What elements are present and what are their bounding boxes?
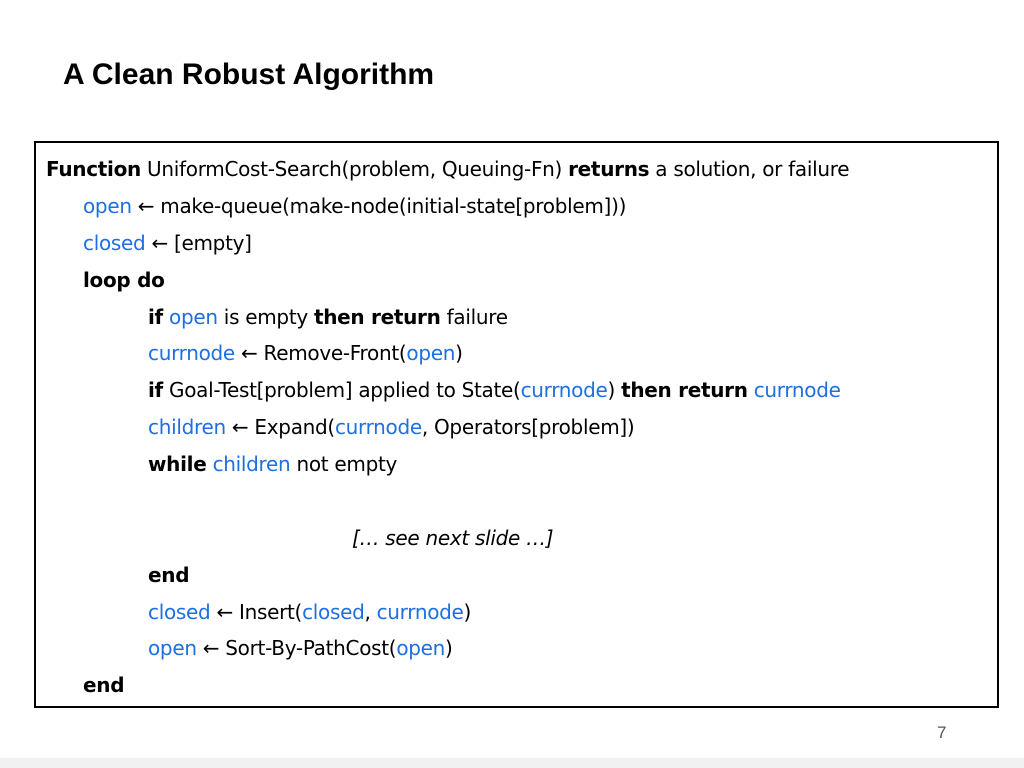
code-text: a solution, or failure (649, 157, 850, 181)
code-line-sort-by-pathcost: open ← Sort-By-PathCost(open) (148, 635, 453, 661)
code-text: is empty (217, 305, 314, 329)
code-text: ← Remove-Front( (234, 341, 407, 365)
code-text: ← Insert( (210, 600, 303, 624)
code-line-loop-do: loop do (83, 267, 165, 293)
variable-closed: closed (302, 600, 365, 624)
code-line-function-signature: Function UniformCost-Search(problem, Que… (46, 156, 850, 182)
code-line-closed-init: closed ← [empty] (83, 230, 252, 256)
code-text: ← Expand( (225, 415, 335, 439)
variable-open: open (406, 341, 456, 365)
footer-strip (0, 758, 1024, 768)
code-line-while: while children not empty (148, 451, 397, 477)
variable-open: open (83, 194, 132, 218)
keyword-then-return: then return (621, 378, 748, 402)
keyword-then-return: then return (313, 305, 441, 329)
code-line-remove-front: currnode ← Remove-Front(open) (148, 340, 463, 366)
code-text: not empty (290, 452, 398, 476)
code-line-end-while: end (148, 562, 190, 588)
code-text: ) (463, 600, 472, 624)
code-text: ← make-queue(make-node(initial-state[pro… (131, 194, 627, 218)
code-text: Goal-Test[problem] applied to State( (162, 378, 521, 402)
code-text: failure (440, 305, 508, 329)
code-text: UniformCost-Search(problem, Queuing-Fn) (141, 157, 569, 181)
code-line-goal-test: if Goal-Test[problem] applied to State(c… (148, 377, 841, 403)
keyword-while: while (148, 452, 207, 476)
code-text: , (364, 600, 377, 624)
code-text: , Operators[problem]) (421, 415, 635, 439)
variable-children: children (148, 415, 226, 439)
code-line-end-loop: end (83, 672, 125, 698)
keyword-if: if (148, 378, 163, 402)
variable-closed: closed (83, 231, 146, 255)
page-number: 7 (937, 723, 947, 742)
keyword-if: if (148, 305, 163, 329)
code-line-if-open-empty: if open is empty then return failure (148, 304, 508, 330)
keyword-end: end (83, 673, 125, 697)
variable-currnode: currnode (334, 415, 422, 439)
keyword-function: Function (46, 157, 141, 181)
keyword-returns: returns (568, 157, 650, 181)
code-text: ← [empty] (145, 231, 252, 255)
code-line-open-init: open ← make-queue(make-node(initial-stat… (83, 193, 626, 219)
variable-open: open (148, 636, 197, 660)
variable-closed: closed (148, 600, 211, 624)
variable-currnode: currnode (520, 378, 608, 402)
variable-open: open (396, 636, 446, 660)
code-text: ) (607, 378, 622, 402)
code-text: ← Sort-By-PathCost( (196, 636, 397, 660)
variable-children: children (212, 452, 291, 476)
variable-currnode: currnode (148, 341, 235, 365)
variable-open: open (169, 305, 218, 329)
code-line-see-next-slide: [… see next slide …] (352, 525, 554, 551)
code-text: ) (455, 341, 463, 365)
variable-currnode: currnode (376, 600, 464, 624)
see-next-slide-note: [… see next slide …] (352, 526, 554, 550)
variable-currnode: currnode (753, 378, 841, 402)
code-line-expand: children ← Expand(currnode, Operators[pr… (148, 414, 635, 440)
code-line-insert-closed: closed ← Insert(closed, currnode) (148, 599, 471, 625)
code-text: ) (445, 636, 453, 660)
algorithm-box: Function UniformCost-Search(problem, Que… (34, 141, 999, 708)
keyword-end: end (148, 563, 190, 587)
slide-title: A Clean Robust Algorithm (63, 58, 435, 91)
keyword-loop-do: loop do (83, 268, 165, 292)
